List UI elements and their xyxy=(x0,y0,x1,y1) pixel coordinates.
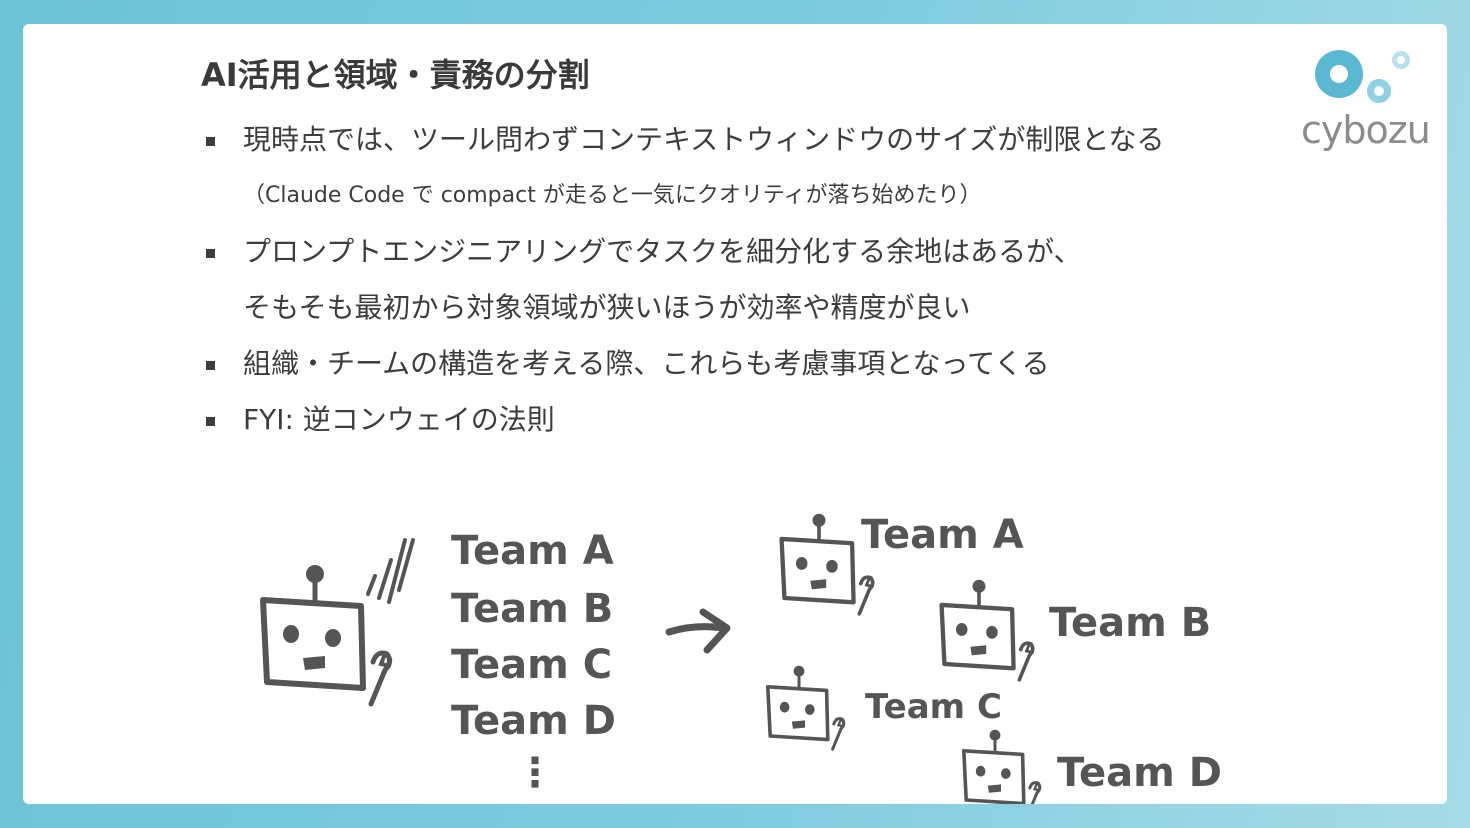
robot-icon xyxy=(782,514,873,614)
slide-title: AI活用と領域・責務の分割 xyxy=(201,56,590,94)
right-team-label: Team A xyxy=(861,512,1024,558)
bullet-subtext: （Claude Code で compact が走ると一気にクオリティが落ち始め… xyxy=(243,183,982,208)
right-team-label: Team C xyxy=(865,687,1002,727)
slide: AI活用と領域・責務の分割 cybozu 現時点では、ツール問わずコンテキストウ… xyxy=(23,24,1447,804)
ellipsis: ⋮ xyxy=(515,750,555,796)
left-team-label: Team D xyxy=(451,698,616,744)
bullet-item: 現時点では、ツール問わずコンテキストウィンドウのサイズが制限となる （Claud… xyxy=(203,112,1303,224)
bullet-item: FYI: 逆コンウェイの法則 xyxy=(203,392,1303,448)
bullet-item: 組織・チームの構造を考える際、これらも考慮事項となってくる xyxy=(203,336,1303,392)
cybozu-logo: cybozu xyxy=(1301,44,1431,160)
bullet-marker xyxy=(206,137,215,146)
left-team-label: Team B xyxy=(451,586,613,632)
bullet-text: 組織・チームの構造を考える際、これらも考慮事項となってくる xyxy=(243,347,1050,380)
wave-marks xyxy=(366,538,415,604)
bullet-marker xyxy=(206,249,215,258)
robot-icon xyxy=(942,580,1033,680)
bullet-subtext: そもそも最初から対象領域が狭いほうが効率や精度が良い xyxy=(243,291,971,324)
robot-icon xyxy=(765,663,846,752)
bullet-text: FYI: 逆コンウェイの法則 xyxy=(243,403,555,436)
bullet-marker xyxy=(206,361,215,370)
left-team-label: Team A xyxy=(451,528,614,574)
robot-icon xyxy=(961,727,1042,804)
left-team-label: Team C xyxy=(451,642,612,688)
bullet-text: プロンプトエンジニアリングでタスクを細分化する余地はあるが、 xyxy=(243,235,1082,268)
right-team-label: Team D xyxy=(1057,750,1222,796)
team-illustration: Team A Team B Team C Team D ⋮ Team A Tea… xyxy=(23,464,1222,804)
arrow-icon xyxy=(665,608,731,654)
bullet-marker xyxy=(206,417,215,426)
right-team-label: Team B xyxy=(1049,600,1211,646)
bullet-list: 現時点では、ツール問わずコンテキストウィンドウのサイズが制限となる （Claud… xyxy=(203,112,1303,448)
logo-text: cybozu xyxy=(1301,108,1431,152)
bullet-text: 現時点では、ツール問わずコンテキストウィンドウのサイズが制限となる xyxy=(243,123,1165,156)
cybozu-logo-mark xyxy=(1315,50,1410,103)
bullet-item: プロンプトエンジニアリングでタスクを細分化する余地はあるが、 そもそも最初から対… xyxy=(203,224,1303,336)
